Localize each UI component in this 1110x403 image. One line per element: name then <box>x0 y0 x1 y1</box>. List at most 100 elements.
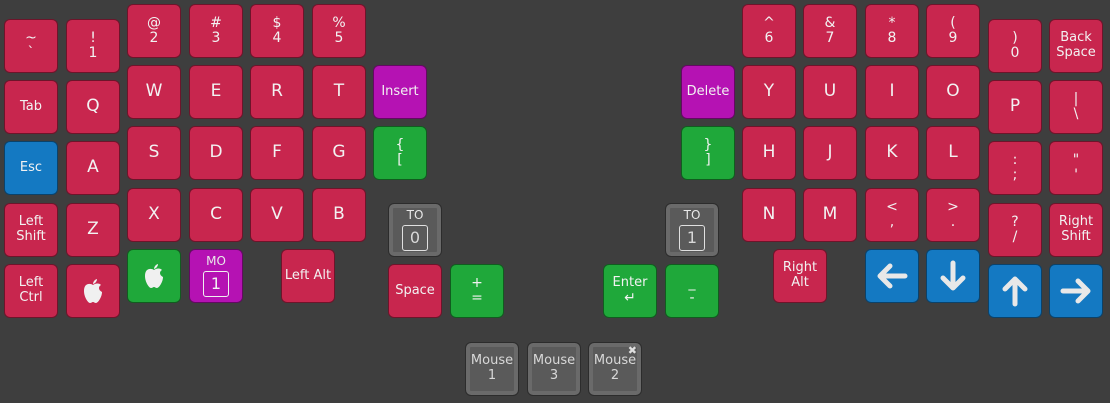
key-y[interactable]: Y <box>742 65 796 119</box>
key-backslash[interactable]: | \ <box>1049 80 1103 134</box>
key-5[interactable]: % 5 <box>312 4 366 58</box>
key-number: 3 <box>549 368 559 383</box>
key-slash[interactable]: ? / <box>988 203 1042 257</box>
key-z[interactable]: Z <box>66 203 120 257</box>
key-j[interactable]: J <box>803 126 857 180</box>
key-number: 1 <box>487 368 497 383</box>
key-mo-1[interactable]: MO 1 <box>189 249 243 303</box>
key-base-legend: ` <box>27 45 35 61</box>
key-q[interactable]: Q <box>66 80 120 134</box>
key-equals[interactable]: + = <box>450 264 504 318</box>
key-mouse-1[interactable]: Mouse 1 <box>465 342 519 396</box>
key-f[interactable]: F <box>250 126 304 180</box>
key-label: Enter <box>612 275 648 291</box>
key-6[interactable]: ^ 6 <box>742 4 796 58</box>
key-label: Delete <box>686 83 730 99</box>
key-label-line2: Shift <box>1061 229 1091 244</box>
key-label: Y <box>763 81 775 102</box>
key-right-bracket[interactable]: } ] <box>681 126 735 180</box>
key-0[interactable]: ) 0 <box>988 19 1042 73</box>
key-label: U <box>823 81 837 102</box>
key-h[interactable]: H <box>742 126 796 180</box>
key-right-arrow[interactable] <box>1049 264 1103 318</box>
key-i[interactable]: I <box>865 65 919 119</box>
key-r[interactable]: R <box>250 65 304 119</box>
apple-icon <box>82 278 104 304</box>
key-p[interactable]: P <box>988 80 1042 134</box>
key-label: Tab <box>19 98 42 114</box>
key-backspace[interactable]: Back Space <box>1049 19 1103 73</box>
key-k[interactable]: K <box>865 126 919 180</box>
key-7[interactable]: & 7 <box>803 4 857 58</box>
key-comma[interactable]: < , <box>865 188 919 242</box>
key-base-legend: . <box>950 214 956 230</box>
key-semicolon[interactable]: : ; <box>988 141 1042 195</box>
key-t[interactable]: T <box>312 65 366 119</box>
key-c[interactable]: C <box>189 188 243 242</box>
key-base-legend: = <box>471 290 483 306</box>
key-8[interactable]: * 8 <box>865 4 919 58</box>
key-up-arrow[interactable] <box>988 264 1042 318</box>
key-shift-legend: ~ <box>25 30 37 47</box>
key-base-legend: 5 <box>334 30 344 46</box>
key-delete[interactable]: Delete <box>681 65 735 119</box>
key-left-bracket[interactable]: { [ <box>373 126 427 180</box>
key-u[interactable]: U <box>803 65 857 119</box>
key-label: Left Alt <box>284 267 332 283</box>
key-right-alt[interactable]: Right Alt <box>773 249 827 303</box>
key-e[interactable]: E <box>189 65 243 119</box>
key-down-arrow[interactable] <box>926 249 980 303</box>
key-base-legend: 7 <box>825 30 835 46</box>
key-3[interactable]: # 3 <box>189 4 243 58</box>
key-period[interactable]: > . <box>926 188 980 242</box>
key-m[interactable]: M <box>803 188 857 242</box>
key-insert[interactable]: Insert <box>373 65 427 119</box>
key-4[interactable]: $ 4 <box>250 4 304 58</box>
key-label: Insert <box>381 83 419 99</box>
key-label: J <box>827 142 833 163</box>
key-layer-action: MO <box>206 254 226 269</box>
key-label-line2: Ctrl <box>19 290 43 305</box>
key-to-1[interactable]: TO 1 <box>665 203 719 257</box>
key-tab[interactable]: Tab <box>4 80 58 134</box>
key-mouse-2[interactable]: ✖ Mouse 2 <box>588 342 642 396</box>
key-g[interactable]: G <box>312 126 366 180</box>
key-grave[interactable]: ~ ` <box>4 19 58 73</box>
key-quote[interactable]: " ' <box>1049 141 1103 195</box>
key-1[interactable]: ! 1 <box>66 19 120 73</box>
key-command[interactable] <box>66 264 120 318</box>
key-space[interactable]: Space <box>388 264 442 318</box>
key-to-0[interactable]: TO 0 <box>388 203 442 257</box>
key-shift-legend: " <box>1072 152 1080 169</box>
key-enter[interactable]: Enter ↵ <box>603 264 657 318</box>
key-label: V <box>271 204 283 225</box>
key-esc[interactable]: Esc <box>4 141 58 195</box>
key-minus[interactable]: _ - <box>665 264 719 318</box>
key-n[interactable]: N <box>742 188 796 242</box>
key-left-shift[interactable]: Left Shift <box>4 203 58 257</box>
key-label: Space <box>395 282 435 298</box>
key-left-alt[interactable]: Left Alt <box>281 249 335 303</box>
key-mouse-3[interactable]: Mouse 3 <box>527 342 581 396</box>
key-9[interactable]: ( 9 <box>926 4 980 58</box>
key-x[interactable]: X <box>127 188 181 242</box>
key-left-arrow[interactable] <box>865 249 919 303</box>
key-shift-legend: ( <box>950 15 956 32</box>
key-command-green[interactable] <box>127 249 181 303</box>
key-a[interactable]: A <box>66 141 120 195</box>
key-label: F <box>272 142 282 163</box>
key-shift-legend: $ <box>272 15 282 32</box>
key-2[interactable]: @ 2 <box>127 4 181 58</box>
key-l[interactable]: L <box>926 126 980 180</box>
key-b[interactable]: B <box>312 188 366 242</box>
key-d[interactable]: D <box>189 126 243 180</box>
key-o[interactable]: O <box>926 65 980 119</box>
key-label: Mouse <box>470 353 514 369</box>
key-w[interactable]: W <box>127 65 181 119</box>
key-v[interactable]: V <box>250 188 304 242</box>
key-left-ctrl[interactable]: Left Ctrl <box>4 264 58 318</box>
key-s[interactable]: S <box>127 126 181 180</box>
key-right-shift[interactable]: Right Shift <box>1049 203 1103 257</box>
key-label: I <box>889 81 895 102</box>
key-shift-legend: | <box>1073 91 1079 108</box>
